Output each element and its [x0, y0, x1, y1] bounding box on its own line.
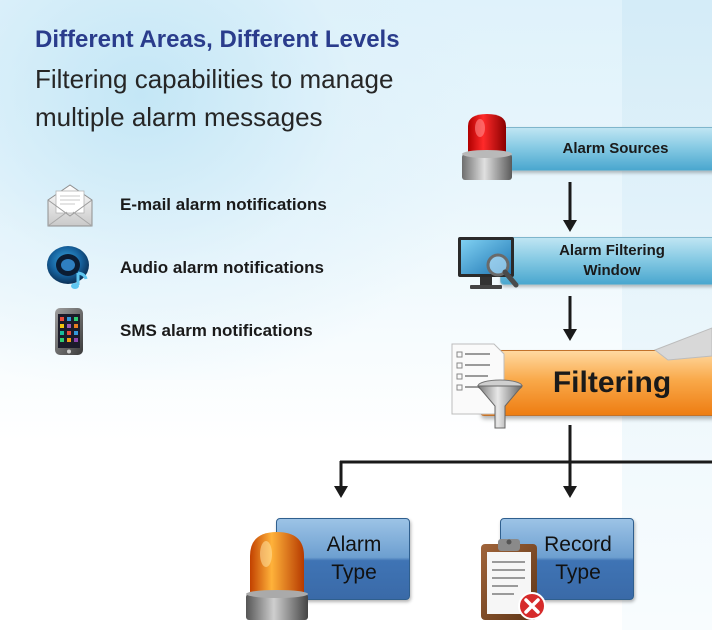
- clipboard-icon: [481, 539, 546, 620]
- notification-email-label: E-mail alarm notifications: [120, 195, 327, 214]
- audio-icon: [47, 246, 89, 289]
- arrowhead-sources-to-window: [563, 220, 577, 232]
- alarm-type-line-2: Type: [331, 561, 377, 584]
- notification-sms-label: SMS alarm notifications: [120, 321, 313, 340]
- alarm-filtering-window-line-1: Alarm Filtering: [559, 242, 665, 259]
- notification-sms-row: SMS alarm notifications: [45, 306, 313, 356]
- phone-icon: [55, 308, 83, 355]
- alarm-type-line-1: Alarm: [326, 533, 382, 556]
- page-title: Different Areas, Different Levels: [35, 26, 400, 53]
- funnel-document-icon: [451, 343, 524, 429]
- page-subtitle-line-2: multiple alarm messages: [35, 102, 323, 132]
- record-type-line-1: Record: [544, 533, 612, 556]
- arrowhead-branch-to-alarm-type: [334, 486, 348, 498]
- notification-audio-row: Audio alarm notifications: [45, 243, 324, 293]
- notification-audio-label: Audio alarm notifications: [120, 258, 325, 277]
- notification-email-row: E-mail alarm notifications: [45, 180, 327, 230]
- envelope-icon: [47, 184, 93, 227]
- filtering-label: Filtering: [552, 366, 672, 399]
- arrowhead-filtering-to-record: [563, 486, 577, 498]
- beacon-icon: [246, 532, 308, 620]
- alarm-filtering-window-box: Alarm Filtering Window: [500, 237, 712, 285]
- alarm-sources-label: Alarm Sources: [562, 140, 669, 157]
- page-subtitle-line-1: Filtering capabilities to manage: [35, 64, 394, 94]
- alarm-filtering-window-line-2: Window: [583, 262, 641, 279]
- right-panel-shade: [622, 0, 712, 630]
- alarm-sources-box: Alarm Sources: [497, 127, 712, 171]
- monitor-magnifier-icon: [458, 237, 519, 289]
- record-type-line-2: Type: [555, 561, 601, 584]
- arrowhead-window-to-filtering: [563, 329, 577, 341]
- siren-icon: [462, 114, 512, 180]
